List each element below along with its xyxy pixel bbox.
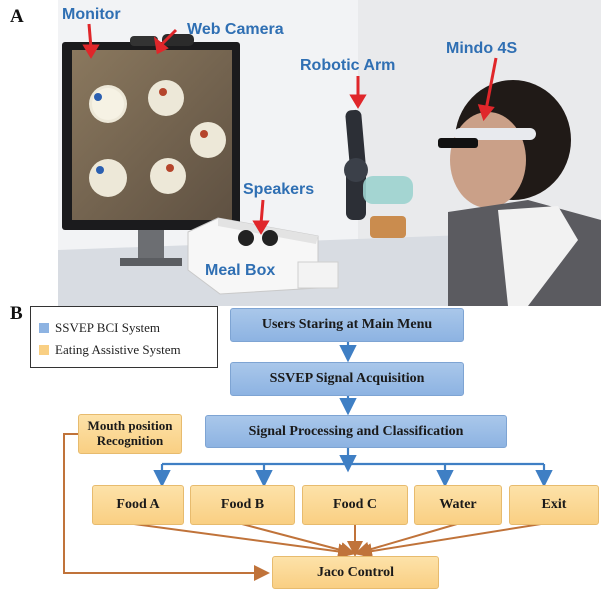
speakers-label: Speakers [243, 181, 315, 198]
legend-label: Eating Assistive System [55, 342, 181, 357]
step-users-staring: Users Staring at Main Menu [230, 308, 464, 342]
option-water: Water [414, 485, 502, 525]
robotic-arm-shape [344, 109, 413, 238]
setup-photo [58, 0, 601, 306]
monitor-label: Monitor [62, 6, 121, 23]
legend-item-ssvep: SSVEP BCI System [39, 320, 160, 336]
mindo-label: Mindo 4S [446, 40, 518, 57]
legend: SSVEP BCI System Eating Assistive System [30, 306, 218, 368]
setup-photo-drawing [58, 0, 601, 306]
mouth-position-box: Mouth position Recognition [78, 414, 182, 454]
option-food-c: Food C [302, 485, 408, 525]
monitor-shape [62, 42, 240, 266]
legend-label: SSVEP BCI System [55, 320, 160, 335]
panel-a-letter: A [10, 6, 24, 27]
legend-swatch-orange [39, 345, 49, 355]
web-camera-label: Web Camera [187, 21, 284, 38]
step-signal-processing: Signal Processing and Classification [205, 415, 507, 448]
panel-b-letter: B [10, 303, 23, 324]
option-exit: Exit [509, 485, 599, 525]
option-food-b: Food B [190, 485, 295, 525]
jaco-control-box: Jaco Control [272, 556, 439, 589]
step-signal-acquisition: SSVEP Signal Acquisition [230, 362, 464, 396]
meal-box-label: Meal Box [205, 262, 276, 279]
option-food-a: Food A [92, 485, 184, 525]
robotic-arm-label: Robotic Arm [300, 57, 396, 74]
legend-item-eating: Eating Assistive System [39, 342, 181, 358]
legend-swatch-blue [39, 323, 49, 333]
